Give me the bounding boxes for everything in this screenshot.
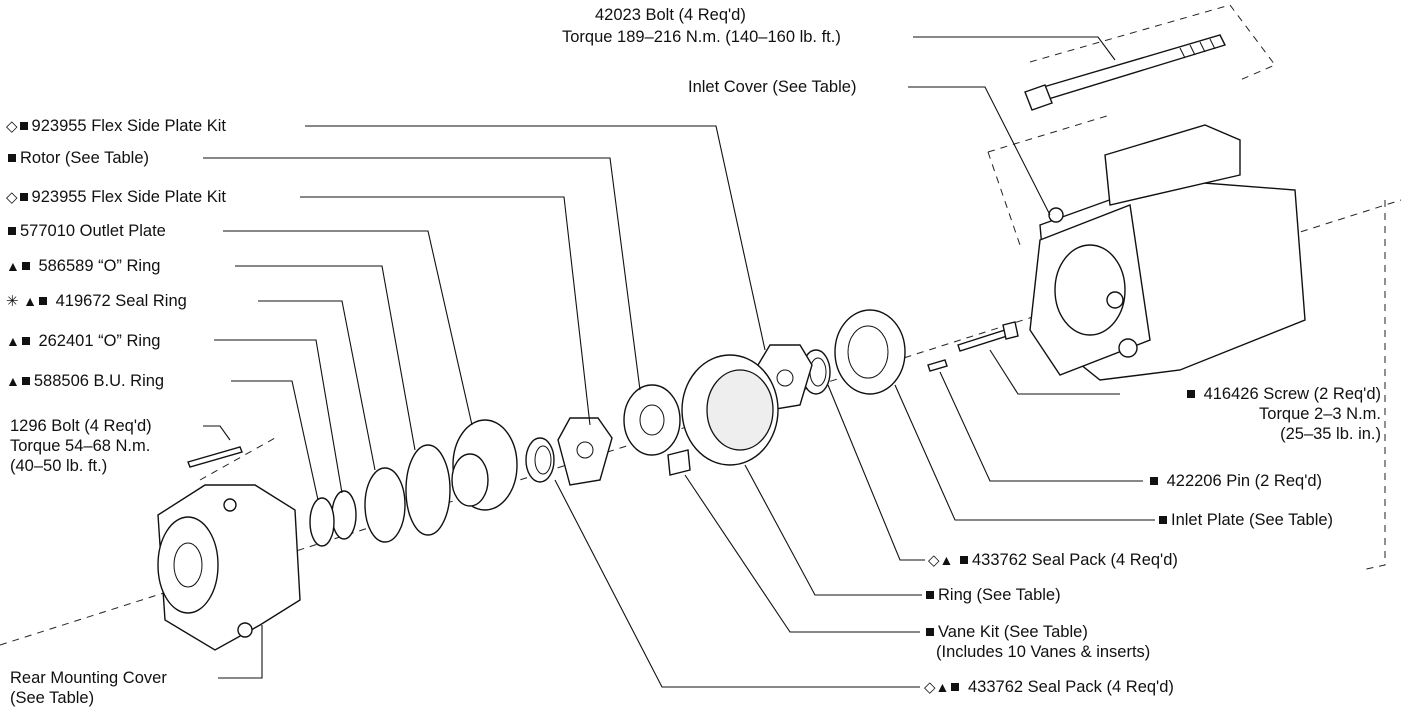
diamond-symbol: ◇ [6, 118, 18, 135]
triangle-symbol: ▲ [935, 679, 950, 695]
rotor-part [623, 384, 681, 456]
pin-422206-text: 422206 Pin (2 Req'd) [1166, 472, 1323, 490]
o-ring-586589-text: 586589 “O” Ring [38, 257, 161, 275]
square-symbol [19, 193, 28, 202]
vane-kit-label: Vane Kit (See Table) (Includes 10 Vanes … [924, 622, 1150, 662]
rotor-text: Rotor (See Table) [20, 149, 150, 167]
ring-label: Ring (See Table) [924, 585, 1061, 605]
seal-pack-text-2: 433762 Seal Pack (4 Req'd) [968, 678, 1174, 696]
inlet-cover-label: Inlet Cover (See Table) [688, 77, 856, 97]
bu-ring-588506-label: ▲ 588506 B.U. Ring [6, 371, 164, 391]
triangle-symbol: ▲ [23, 293, 38, 309]
diamond-symbol: ◇ [6, 189, 18, 206]
vane-kit-line2: (Includes 10 Vanes & inserts) [936, 643, 1151, 661]
square-symbol [960, 556, 968, 565]
inlet-plate-label: Inlet Plate (See Table) [1157, 510, 1333, 530]
seal-pack-label-1: ◇▲ 433762 Seal Pack (4 Req'd) [928, 550, 1178, 571]
square-symbol [1186, 390, 1195, 399]
inlet-plate-text: Inlet Plate (See Table) [1171, 511, 1334, 529]
flex-side-plate-kit-text-2: 923955 Flex Side Plate Kit [31, 188, 227, 206]
flex-side-plate-kit-label-1: ◇ 923955 Flex Side Plate Kit [6, 116, 226, 137]
right-dashbox [1361, 200, 1386, 571]
screw-416426-line1: 416426 Screw (2 Req'd) [1203, 385, 1381, 403]
bolt-42023-torque-label: Torque 189–216 N.m. (140–160 lb. ft.) [562, 27, 841, 47]
square-symbol [926, 628, 934, 637]
o-ring-262401-part [331, 490, 357, 540]
square-symbol [21, 337, 30, 346]
screw-416426-line2: Torque 2–3 N.m. [1259, 405, 1381, 423]
bolt-1296-label: 1296 Bolt (4 Req'd) Torque 54–68 N.m. (4… [10, 416, 152, 476]
seal-ring-419672-part [405, 444, 451, 536]
bolt-42023-dashbox [1029, 4, 1276, 81]
bolt-42023-line1: 42023 Bolt (4 Req'd) [595, 6, 746, 24]
square-symbol [926, 591, 934, 600]
screw-416426-line3: (25–35 lb. in.) [1280, 425, 1381, 443]
inlet-plate-part [834, 309, 906, 395]
square-symbol [8, 154, 16, 163]
bolt-42023-label: 42023 Bolt (4 Req'd) [595, 5, 746, 25]
flex-side-plate-kit-label-2: ◇ 923955 Flex Side Plate Kit [6, 187, 226, 208]
inlet-cover-text: Inlet Cover (See Table) [688, 78, 857, 96]
o-ring-262401-label: ▲ 262401 “O” Ring [6, 331, 160, 351]
outlet-plate-text: 577010 Outlet Plate [20, 222, 166, 240]
square-symbol [21, 377, 30, 386]
rear-cover-line2: (See Table) [10, 689, 95, 707]
diamond-symbol: ◇ [924, 679, 936, 696]
outlet-plate-label: 577010 Outlet Plate [6, 221, 166, 241]
square-symbol [19, 122, 28, 131]
o-ring-586589-part [364, 467, 406, 543]
rear-mounting-cover-label: Rear Mounting Cover (See Table) [10, 668, 167, 708]
seal-pack-left-part [525, 437, 555, 483]
bolt-42023-part [1024, 34, 1226, 111]
flex-side-plate-left-part [557, 417, 613, 486]
asterisk-symbol: ✳ [6, 293, 19, 310]
square-symbol [21, 262, 30, 271]
bolt-1296-part [187, 446, 243, 468]
bolt-1296-line1: 1296 Bolt (4 Req'd) [10, 417, 152, 435]
bu-ring-588506-text: 588506 B.U. Ring [33, 372, 165, 390]
vane-kit-part [667, 449, 691, 476]
rear-dashbox [199, 437, 276, 481]
bu-ring-588506-part [309, 497, 335, 547]
triangle-symbol: ▲ [6, 373, 20, 389]
outlet-plate-part [451, 419, 518, 511]
diamond-symbol: ◇ [928, 552, 940, 569]
square-symbol [1150, 477, 1158, 486]
pin-422206-part [927, 359, 948, 372]
square-symbol [39, 297, 48, 306]
ring-text: Ring (See Table) [938, 586, 1061, 604]
inlet-cover-part [1029, 124, 1306, 381]
square-symbol [1159, 516, 1167, 525]
triangle-symbol: ▲ [6, 333, 20, 349]
rear-mounting-cover-part [157, 484, 301, 651]
inlet-cover-dashbox [987, 114, 1111, 246]
seal-ring-419672-text: 419672 Seal Ring [55, 292, 187, 310]
rotor-label: Rotor (See Table) [6, 148, 149, 168]
triangle-symbol: ▲ [939, 552, 954, 568]
flex-side-plate-kit-text-1: 923955 Flex Side Plate Kit [31, 117, 227, 135]
pin-422206-label: 422206 Pin (2 Req'd) [1148, 471, 1322, 491]
square-symbol [8, 227, 16, 236]
seal-pack-text-1: 433762 Seal Pack (4 Req'd) [972, 551, 1178, 569]
vane-kit-line1: Vane Kit (See Table) [938, 623, 1088, 641]
o-ring-586589-label: ▲ 586589 “O” Ring [6, 256, 160, 276]
rear-cover-line1: Rear Mounting Cover [10, 669, 167, 687]
bolt-42023-line2: Torque 189–216 N.m. (140–160 lb. ft.) [562, 28, 841, 46]
bolt-1296-line2: Torque 54–68 N.m. [10, 437, 151, 455]
triangle-symbol: ▲ [6, 258, 20, 274]
o-ring-262401-text: 262401 “O” Ring [38, 332, 161, 350]
screw-416426-label: 416426 Screw (2 Req'd) Torque 2–3 N.m. (… [1185, 384, 1381, 444]
seal-ring-419672-label: ✳ ▲ 419672 Seal Ring [6, 291, 187, 312]
bolt-1296-line3: (40–50 lb. ft.) [10, 457, 108, 475]
screw-416426-part [957, 321, 1019, 352]
square-symbol [951, 683, 960, 692]
seal-pack-label-2: ◇▲ 433762 Seal Pack (4 Req'd) [924, 677, 1174, 698]
ring-part [681, 354, 779, 466]
